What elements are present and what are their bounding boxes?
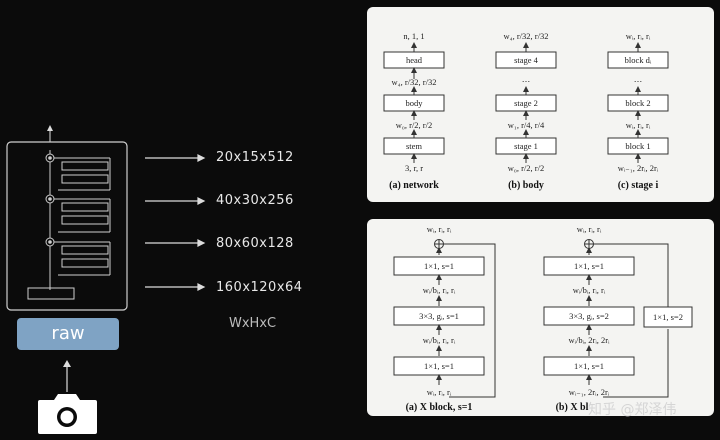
xblock-diagram: wᵢ, rᵢ, rᵢ 1×1, s=1 wᵢ/bᵢ, rᵢ, rᵢ 3×3, g… (393, 224, 693, 413)
output-dim-3: 80x60x128 (216, 236, 294, 251)
stage-dots: ⋯ (634, 76, 643, 86)
net-bottom-label: 3, r, r (405, 163, 423, 173)
camera-icon (38, 394, 97, 434)
output-dim-4: 160x120x64 (216, 280, 303, 295)
net-box-stem: stem (406, 141, 422, 151)
stage-mid2-label: wᵢ, rᵢ, rᵢ (626, 120, 651, 130)
xb1-top-label: wᵢ, rᵢ, rᵢ (427, 224, 452, 234)
caption-stage: (c) stage i (618, 180, 659, 191)
body-bottom-label: w₀, r/2, r/2 (508, 163, 545, 173)
net-box-body: body (406, 98, 424, 108)
xb1-box3: 1×1, s=1 (424, 361, 454, 371)
net-mid2-label: w₀, r/2, r/2 (396, 120, 433, 130)
xb1-mid1: wᵢ/bᵢ, rᵢ, rᵢ (423, 285, 456, 295)
net-mid1-label: w₄, r/32, r/32 (392, 77, 437, 87)
body-mid2-label: w₁, r/4, r/4 (508, 120, 545, 130)
net-box-head: head (406, 55, 423, 65)
xb2-mid2: wᵢ/bᵢ, 2rᵢ, 2rᵢ (569, 335, 611, 345)
body-box-stage1: stage 1 (514, 141, 538, 151)
dims-legend: WxHxC (229, 316, 277, 331)
backbone-diagram (6, 125, 206, 434)
xb2-box1: 1×1, s=1 (574, 261, 604, 271)
xb1-box1: 1×1, s=1 (424, 261, 454, 271)
caption-network: (a) network (389, 180, 439, 191)
body-box-stage4: stage 4 (514, 55, 539, 65)
stage-box-block2: block 2 (625, 98, 650, 108)
xb1-mid2: wᵢ/bᵢ, rᵢ, rᵢ (423, 335, 456, 345)
caption-body: (b) body (508, 180, 544, 191)
stage-box-block1: block 1 (625, 141, 650, 151)
net-top-label: n, 1, 1 (403, 31, 424, 41)
caption-xblock-s2: (b) X bl (556, 402, 589, 413)
xb1-box2: 3×3, gᵢ, s=1 (419, 311, 459, 321)
caption-xblock-s1: (a) X block, s=1 (406, 402, 473, 413)
xb1-bottom: wᵢ, rᵢ, rᵢ (427, 387, 452, 397)
xb2-top-label: wᵢ, rᵢ, rᵢ (577, 224, 602, 234)
stage-box-block-di: block dᵢ (625, 55, 652, 65)
xb2-shortcut: 1×1, s=2 (653, 312, 683, 322)
xb2-box3: 1×1, s=1 (574, 361, 604, 371)
output-dim-1: 20x15x512 (216, 150, 294, 165)
regnet-structure-diagram: n, 1, 1 head w₄, r/32, r/32 body w₀, r/2… (383, 31, 669, 191)
xb2-box2: 3×3, gᵢ, s=2 (569, 311, 609, 321)
stage-bottom-label: wᵢ₋₁, 2rᵢ, 2rᵢ (618, 163, 659, 173)
raw-input-box: raw (17, 318, 119, 350)
output-dim-2: 40x30x256 (216, 193, 294, 208)
body-box-stage2: stage 2 (514, 98, 538, 108)
body-top-label: w₄, r/32, r/32 (504, 31, 549, 41)
body-dots: ⋯ (522, 76, 531, 86)
xb2-mid1: wᵢ/bᵢ, rᵢ, rᵢ (573, 285, 606, 295)
xb2-bottom: wᵢ₋₁, 2rᵢ, 2rᵢ (569, 387, 610, 397)
stage-top-label: wᵢ, rᵢ, rᵢ (626, 31, 651, 41)
watermark: 知乎 @郑泽伟 (588, 402, 677, 418)
